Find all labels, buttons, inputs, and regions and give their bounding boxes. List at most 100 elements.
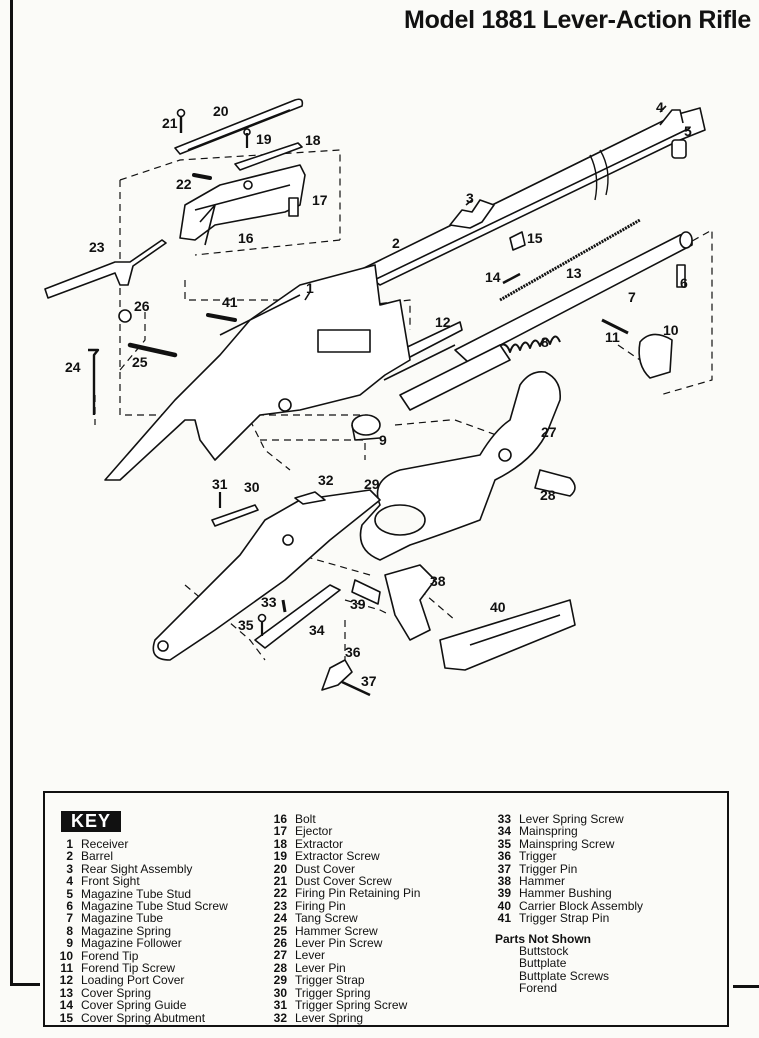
key-item-name: Loading Port Cover [81,973,185,988]
key-item-number: 33 [497,812,511,826]
key-item-number: 16 [273,812,287,826]
callout-17: 17 [312,192,328,208]
key-item-name: Barrel [81,849,114,864]
callout-26: 26 [134,298,150,314]
key-item-number: 36 [497,849,511,864]
key-item-number: 4 [66,874,73,889]
key-item-number: 6 [66,899,73,914]
key-item-number: 40 [497,898,511,913]
key-item-number: 35 [497,836,511,851]
key-item-name: Magazine Tube Stud [81,886,192,901]
key-item-number: 23 [273,898,287,913]
key-item-name: Trigger Strap [295,973,365,988]
key-item-number: 10 [59,948,73,963]
key-item-name: Lever Pin [295,960,346,975]
callout-5: 5 [684,123,692,139]
callout-13: 13 [566,265,582,281]
callout-35: 35 [238,617,254,633]
key-item-number: 41 [497,911,511,926]
key-item-name: Bolt [295,812,316,826]
key-item-number: 11 [60,961,73,976]
part-carrier-block [439,599,576,671]
part-firing-pin [44,239,167,299]
key-item-name: Firing Pin [295,898,346,913]
key-item-number: 30 [273,985,287,1000]
key-item-number: 24 [273,911,287,926]
key-item-number: 13 [59,985,73,1000]
key-item-number: 19 [273,849,287,864]
callout-34: 34 [309,622,325,638]
key-item-name: Trigger Spring Screw [295,998,408,1013]
exploded-view-diagram: 1 2 3 4 5 6 7 8 9 10 11 12 13 14 15 16 1… [44,98,713,697]
key-item-name: Forend Tip [81,948,139,963]
key-item-name: Hammer [519,874,566,889]
key-item: 4 Front Sight [57,874,228,889]
key-item-number: 31 [273,998,287,1013]
callout-2: 2 [392,235,400,251]
key-item-name: Cover Spring Abutment [81,1010,206,1025]
part-rear-sight [449,199,495,229]
callout-38: 38 [430,573,446,589]
callout-10: 10 [663,322,679,338]
key-item-name: Magazine Tube [81,911,164,926]
page-border-right [733,985,759,988]
callout-28: 28 [540,487,556,503]
key-item-name: Trigger Strap Pin [519,911,610,926]
key-item-number: 26 [273,936,287,951]
key-item-name: Hammer Bushing [519,886,612,901]
key-item-number: 37 [497,861,511,876]
key-item: 19 Extractor Screw [271,849,420,864]
callout-25: 25 [132,354,148,370]
key-item-name: Magazine Tube Stud Screw [81,899,228,914]
callout-labels: 1 2 3 4 5 6 7 8 9 10 11 12 13 14 15 16 1… [65,99,692,689]
key-item-name: Receiver [81,837,129,851]
page-border-bottom [10,983,40,986]
key-item-name: Trigger [519,849,557,864]
key-item-name: Lever Spring Screw [519,812,624,826]
key-item-name: Firing Pin Retaining Pin [295,886,421,901]
callout-40: 40 [490,599,506,615]
key-item-name: Front Sight [81,874,140,889]
callout-3: 3 [466,190,474,206]
part-receiver [104,264,411,481]
key-item-number: 25 [273,923,287,938]
key-item-name: Magazine Follower [81,936,182,951]
not-shown-item: Forend [519,981,558,996]
callout-23: 23 [89,239,105,255]
key-item-name: Lever [295,948,326,963]
key-item-name: Extractor Screw [295,849,380,864]
callout-1: 1 [306,280,314,296]
not-shown-item: Buttplate Screws [519,968,610,983]
callout-30: 30 [244,479,260,495]
key-item-number: 27 [273,948,287,963]
key-item: 25 Hammer Screw [271,923,420,938]
key-item-number: 18 [273,836,287,851]
key-item-number: 34 [497,824,511,839]
key-item-number: 14 [59,998,73,1013]
key-item-name: Hammer Screw [295,923,378,938]
callout-32: 32 [318,472,334,488]
callout-19: 19 [256,131,272,147]
callout-31: 31 [212,476,228,492]
key-item: 10 Forend Tip [57,948,228,963]
key-item-name: Ejector [295,824,333,839]
